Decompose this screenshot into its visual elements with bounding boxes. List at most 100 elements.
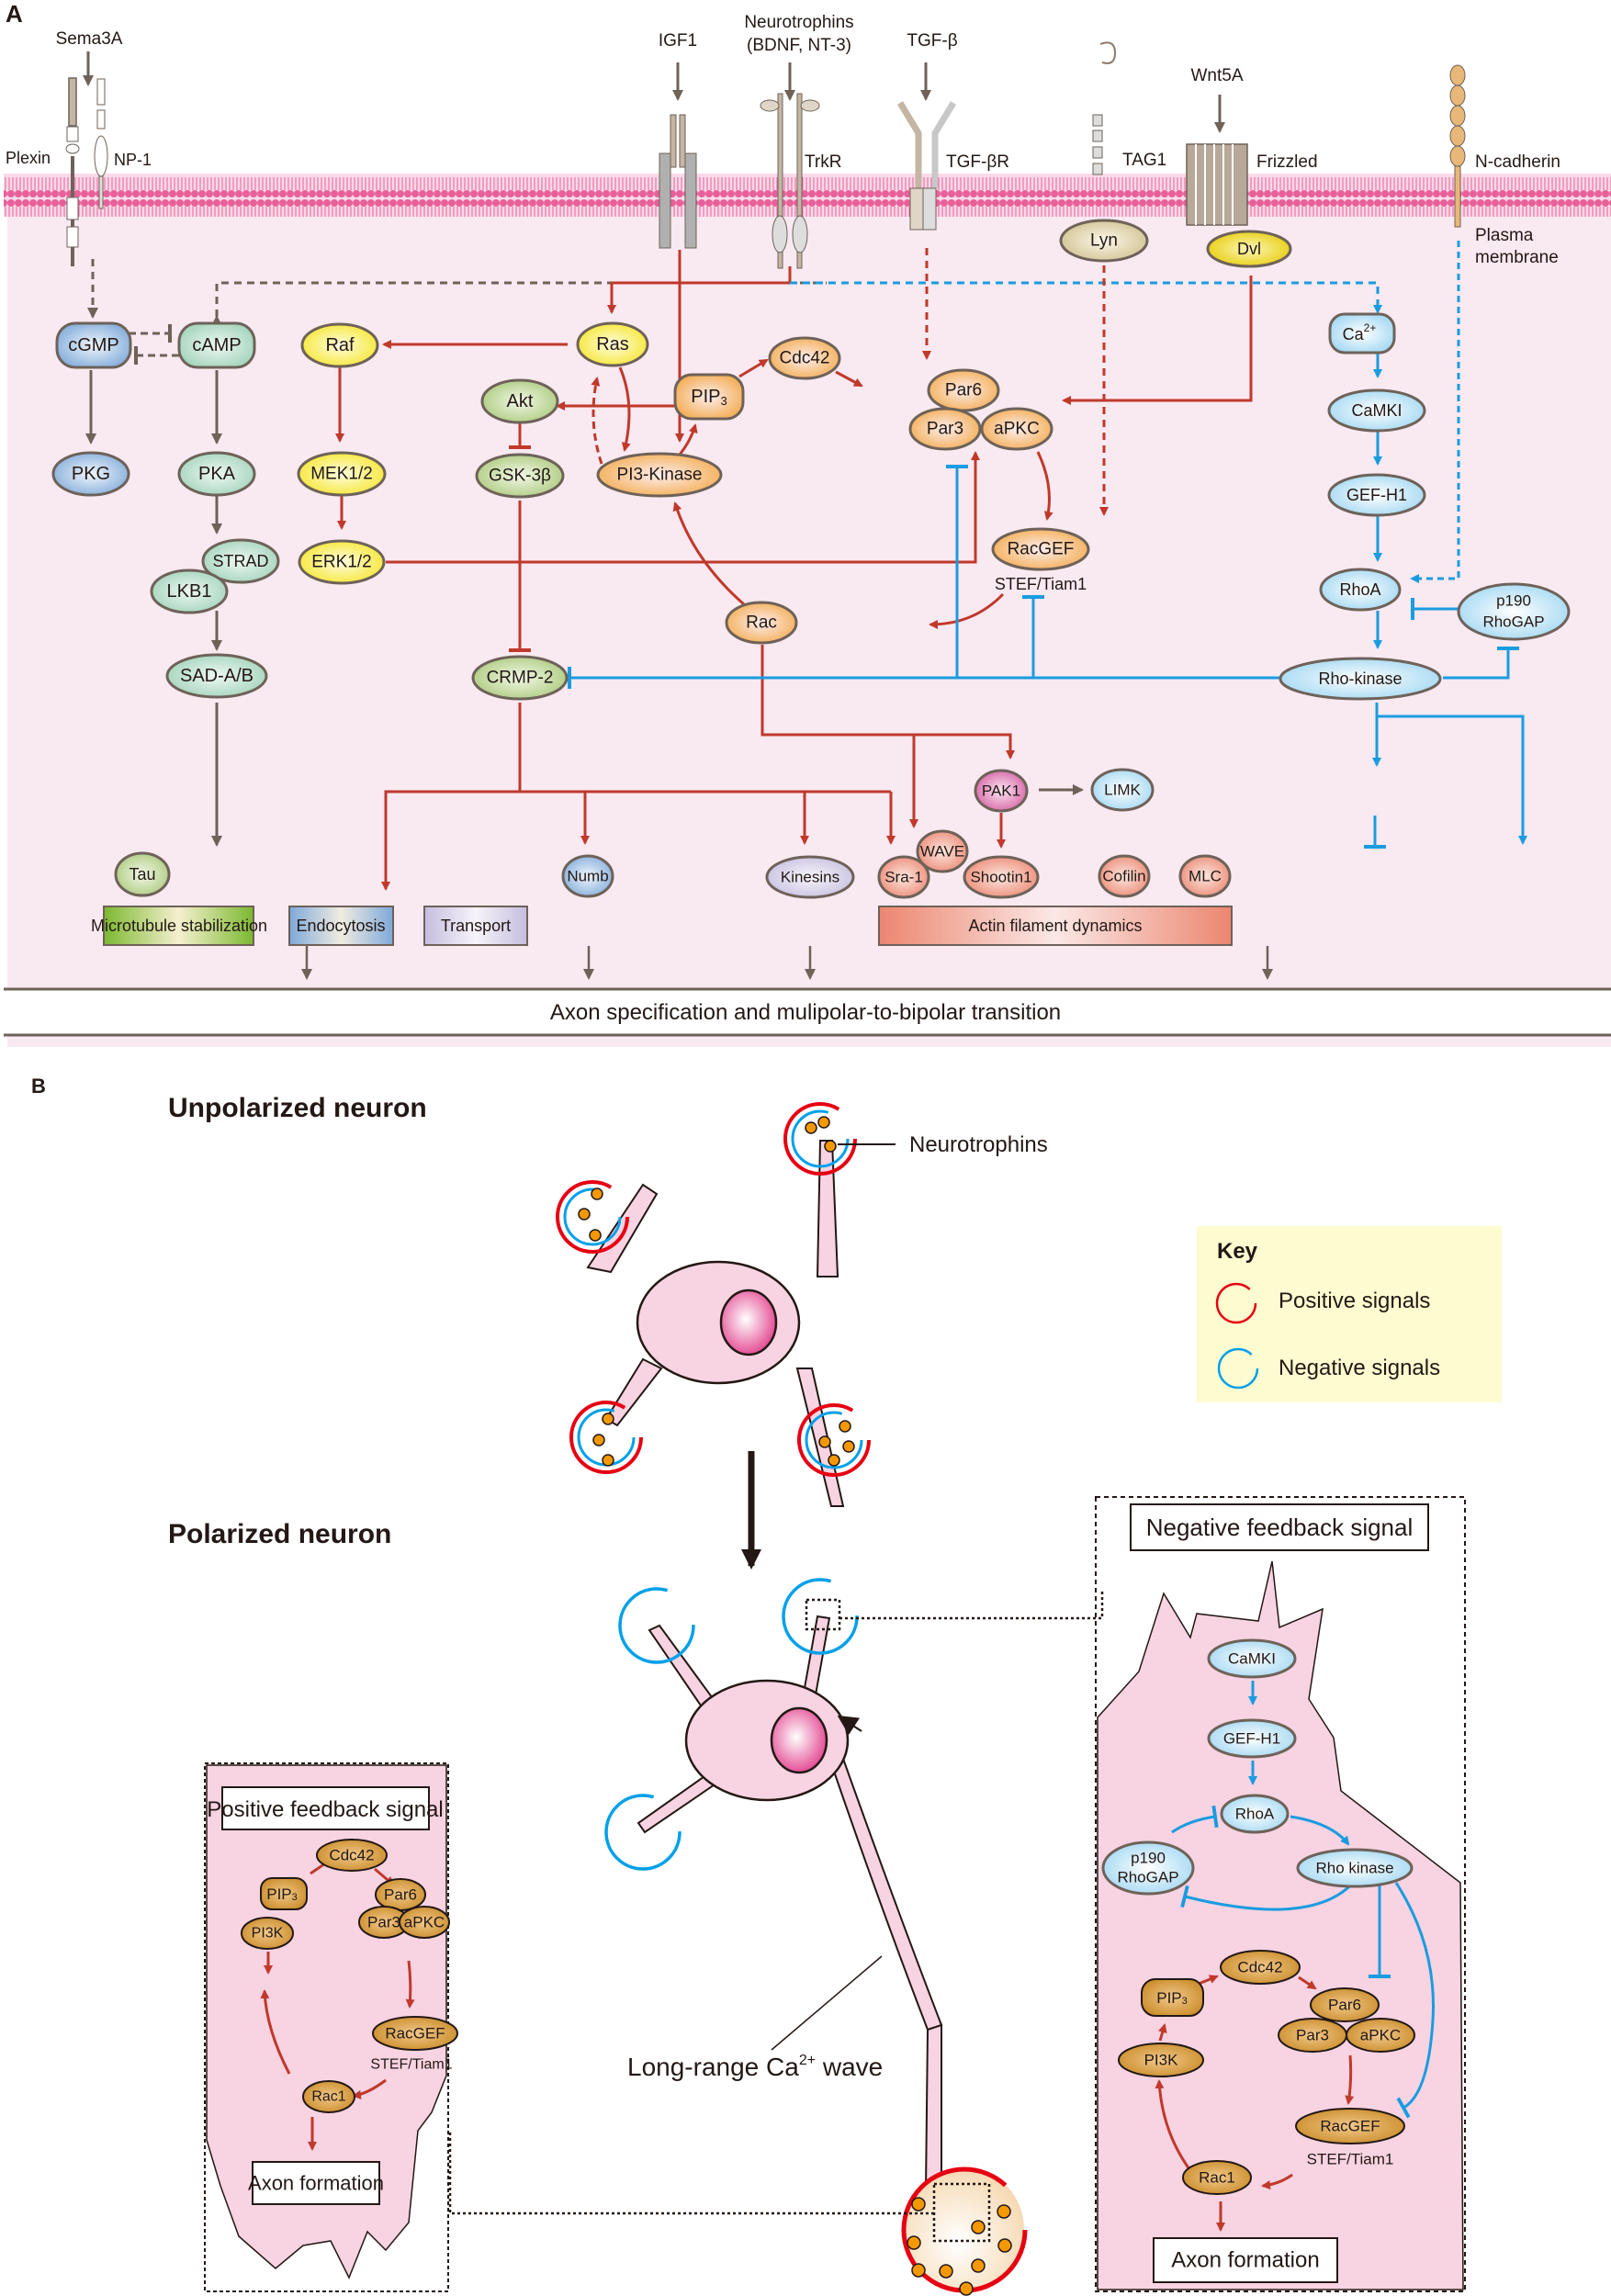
svg-text:Plexin: Plexin <box>6 149 51 167</box>
svg-text:RacGEF: RacGEF <box>385 2025 445 2043</box>
node-wave: WAVE <box>916 829 969 873</box>
svg-text:Raf: Raf <box>325 335 355 355</box>
growth-cone-circle <box>569 1401 643 1474</box>
node-calcium: Ca2+ <box>1328 312 1396 355</box>
node-cdc42: Cdc42 <box>768 336 841 380</box>
svg-text:membrane: membrane <box>1475 248 1559 267</box>
svg-text:RacGEF: RacGEF <box>1320 2118 1380 2135</box>
svg-text:Kinesins: Kinesins <box>781 869 839 886</box>
axon-growth-cone <box>448 2131 1028 2296</box>
svg-text:LIMK: LIMK <box>1104 782 1141 799</box>
svg-text:RhoA: RhoA <box>1235 1806 1275 1823</box>
node-sra1: Sra-1 <box>877 855 930 899</box>
pf-node-rac1: Rac1 <box>302 2080 355 2113</box>
svg-text:RacGEF: RacGEF <box>1008 540 1075 559</box>
pf-outcome-axon-formation: Axon formation <box>248 2161 384 2205</box>
svg-text:Endocytosis: Endocytosis <box>296 917 385 935</box>
pf-node-pip3: PIP3 <box>260 1877 308 1910</box>
svg-text:N-cadherin: N-cadherin <box>1475 152 1560 172</box>
svg-text:Ca2+: Ca2+ <box>1343 321 1377 343</box>
node-akt: Akt <box>480 378 559 424</box>
pf-node-apkc: aPKC <box>399 1906 450 1939</box>
svg-text:GSK-3β: GSK-3β <box>489 467 551 486</box>
svg-text:Negative signals: Negative signals <box>1279 1356 1440 1380</box>
svg-text:PIP3: PIP3 <box>691 387 727 408</box>
node-mek12: MEK1/2 <box>297 451 387 497</box>
node-erk12: ERK1/2 <box>298 539 386 585</box>
pf-node-cdc42: Cdc42 <box>316 1839 388 1872</box>
svg-text:Sema3A: Sema3A <box>56 29 123 49</box>
svg-text:LKB1: LKB1 <box>167 581 212 602</box>
svg-text:Axon formation: Axon formation <box>1171 2248 1319 2273</box>
node-apkc: aPKC <box>980 407 1053 451</box>
svg-text:Par3: Par3 <box>367 1914 400 1931</box>
svg-text:Lyn: Lyn <box>1090 231 1118 251</box>
nf-node-camki: CaMKI <box>1207 1638 1297 1679</box>
ligand-wnt5a: Wnt5A <box>1190 66 1244 133</box>
svg-text:Dvl: Dvl <box>1237 240 1261 258</box>
svg-text:Par3: Par3 <box>927 420 963 439</box>
svg-text:Cdc42: Cdc42 <box>1237 1959 1282 1976</box>
negative-feedback-edges <box>1155 1681 1435 2232</box>
svg-text:Rac1: Rac1 <box>311 2089 345 2105</box>
node-lyn: Lyn <box>1059 219 1149 263</box>
svg-text:Rho kinase: Rho kinase <box>1315 1860 1393 1877</box>
svg-text:TrkR: TrkR <box>805 152 841 172</box>
svg-text:Tau: Tau <box>129 865 155 884</box>
ligand-sema3a: Sema3A <box>56 29 123 86</box>
svg-text:Microtubule stabilization: Microtubule stabilization <box>91 917 267 935</box>
node-mlc: MLC <box>1178 854 1232 898</box>
svg-text:GEF-H1: GEF-H1 <box>1346 486 1407 504</box>
svg-text:cAMP: cAMP <box>192 335 241 355</box>
svg-text:PI3K: PI3K <box>1144 2052 1179 2069</box>
nf-node-rho-kinase: Rho kinase <box>1296 1848 1414 1888</box>
pf-node-par3: Par3 <box>358 1906 410 1939</box>
growth-cone-circle <box>783 1102 896 1176</box>
svg-text:PKA: PKA <box>198 464 236 484</box>
node-pi3-kinase: PI3-Kinase <box>596 452 723 498</box>
svg-text:CRMP-2: CRMP-2 <box>487 669 554 688</box>
tgfb-receptor: TGF-βR <box>897 101 1009 231</box>
positive-signal-icon <box>1215 1282 1257 1324</box>
svg-text:PIP3: PIP3 <box>1156 1989 1188 2008</box>
calcium-wave-pointer <box>771 1955 883 2051</box>
outcome-microtubule-stabilization: Microtubule stabilization <box>91 906 267 946</box>
svg-text:Rac1: Rac1 <box>1199 2169 1235 2187</box>
svg-text:Negative feedback signal: Negative feedback signal <box>1146 1514 1414 1541</box>
tag1-receptor: TAG1 <box>1092 41 1166 175</box>
node-camp: cAMP <box>177 321 256 369</box>
svg-text:PI3K: PI3K <box>252 1926 284 1941</box>
ligand-tgfb: TGF-β <box>907 31 958 101</box>
nf-node-apkc: aPKC <box>1346 2018 1415 2053</box>
node-rac: Rac <box>725 601 798 645</box>
nf-node-pi3k: PI3K <box>1118 2043 1204 2077</box>
svg-text:Sra-1: Sra-1 <box>884 869 923 886</box>
svg-text:Rac: Rac <box>746 613 777 633</box>
outcome-endocytosis: Endocytosis <box>288 906 394 946</box>
svg-text:Positive feedback signal: Positive feedback signal <box>207 1797 443 1822</box>
svg-text:p190: p190 <box>1131 1850 1166 1867</box>
neurotrophins-label: Neurotrophins <box>909 1132 1048 1157</box>
panel-a-label: A <box>6 0 23 28</box>
svg-text:PI3-Kinase: PI3-Kinase <box>617 466 703 485</box>
svg-text:SAD-A/B: SAD-A/B <box>180 666 253 686</box>
node-par3: Par3 <box>908 407 982 451</box>
outcome-transport: Transport <box>423 906 528 946</box>
svg-text:Numb: Numb <box>567 868 608 885</box>
node-raf: Raf <box>300 322 379 368</box>
svg-text:PKG: PKG <box>72 464 110 484</box>
svg-text:Wnt5A: Wnt5A <box>1190 66 1243 85</box>
pf-node-pi3k: PI3K <box>241 1917 294 1950</box>
svg-text:CaMKI: CaMKI <box>1351 401 1402 420</box>
svg-text:WAVE: WAVE <box>920 843 964 861</box>
svg-text:Plasma: Plasma <box>1475 226 1534 245</box>
svg-text:cGMP: cGMP <box>68 335 119 355</box>
svg-text:Frizzled: Frizzled <box>1256 152 1318 172</box>
svg-text:Transport: Transport <box>441 917 511 935</box>
svg-text:Par6: Par6 <box>1328 1997 1361 2014</box>
svg-text:Cdc42: Cdc42 <box>329 1847 374 1864</box>
n-cadherin: N-cadherin Plasma membrane <box>1449 64 1560 267</box>
